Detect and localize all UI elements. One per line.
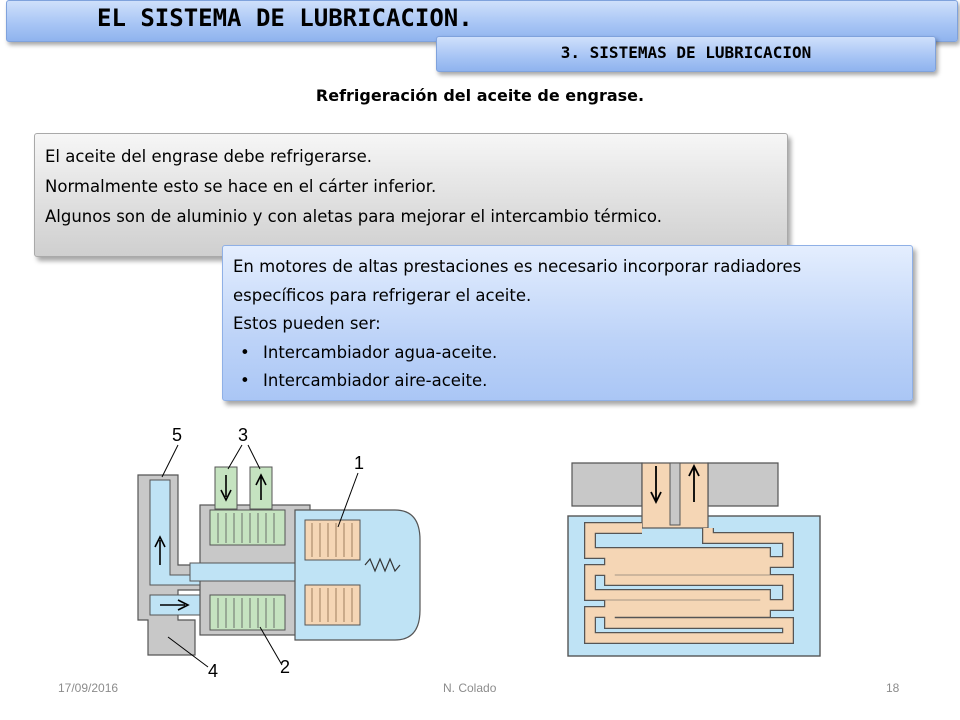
- leader-3b: [247, 444, 261, 470]
- serpentine-cooler-diagram: [567, 462, 821, 657]
- leader-2: [259, 626, 283, 666]
- leader-1: [337, 472, 359, 528]
- slide-title: EL SISTEMA DE LUBRICACION.: [97, 4, 473, 32]
- label-4: 4: [208, 661, 218, 681]
- grey-line: El aceite del engrase debe refrigerarse.: [45, 147, 373, 166]
- leader-3a: [227, 444, 243, 470]
- blue-line: Estos pueden ser:: [233, 314, 381, 333]
- oil-arrow-up: [688, 463, 700, 502]
- blue-line: específicos para refrigerar el aceite.: [233, 285, 532, 305]
- bullet-icon: •: [240, 342, 250, 362]
- bullet-icon: •: [240, 371, 250, 390]
- filter-element-bottom: [304, 584, 361, 626]
- neck-divider: [669, 462, 681, 526]
- filter-element-top: [304, 519, 361, 561]
- label-1: 1: [354, 453, 364, 473]
- port-arrow-up: [255, 473, 267, 500]
- oil-cooler-diagram: 5 3 1 4 2: [137, 425, 421, 681]
- relief-spring: [364, 557, 401, 573]
- serpentine-oil-fill: [585, 523, 793, 643]
- flow-arrow-right: [160, 599, 190, 611]
- bullet-item: • Intercambiador agua-aceite.: [233, 339, 902, 368]
- footer-page-number: 18: [886, 681, 900, 695]
- bullet-text: Intercambiador aire-aceite.: [263, 371, 488, 390]
- info-box-grey: El aceite del engrase debe refrigerarse.…: [34, 133, 788, 257]
- bullet-item: • Intercambiador aire-aceite.: [233, 367, 902, 396]
- label-2: 2: [280, 657, 290, 677]
- info-box-blue: En motores de altas prestaciones es nece…: [222, 245, 913, 401]
- blue-line: En motores de altas prestaciones es nece…: [233, 257, 802, 276]
- grey-line: Algunos son de aluminio y con aletas par…: [45, 207, 662, 226]
- footer-author: N. Colado: [443, 681, 497, 695]
- oil-arrow-down: [650, 466, 662, 505]
- port-arrow-down: [220, 475, 232, 502]
- title-banner: EL SISTEMA DE LUBRICACION.: [6, 0, 958, 42]
- flow-arrow-up: [154, 535, 166, 565]
- upper-fins: [209, 509, 286, 546]
- section-heading: Refrigeración del aceite de engrase.: [315, 86, 645, 105]
- grey-line: Normalmente esto se hace en el cárter in…: [45, 177, 437, 196]
- leader-4: [167, 636, 209, 668]
- leader-5: [161, 444, 179, 478]
- subtitle-banner: 3. SISTEMAS DE LUBRICACION: [436, 36, 936, 72]
- footer-date: 17/09/2016: [58, 681, 119, 695]
- slide-subtitle: 3. SISTEMAS DE LUBRICACION: [560, 43, 812, 62]
- bullet-text: Intercambiador agua-aceite.: [263, 342, 498, 362]
- lower-fins: [209, 594, 286, 631]
- label-3: 3: [238, 425, 248, 445]
- label-5: 5: [172, 425, 182, 445]
